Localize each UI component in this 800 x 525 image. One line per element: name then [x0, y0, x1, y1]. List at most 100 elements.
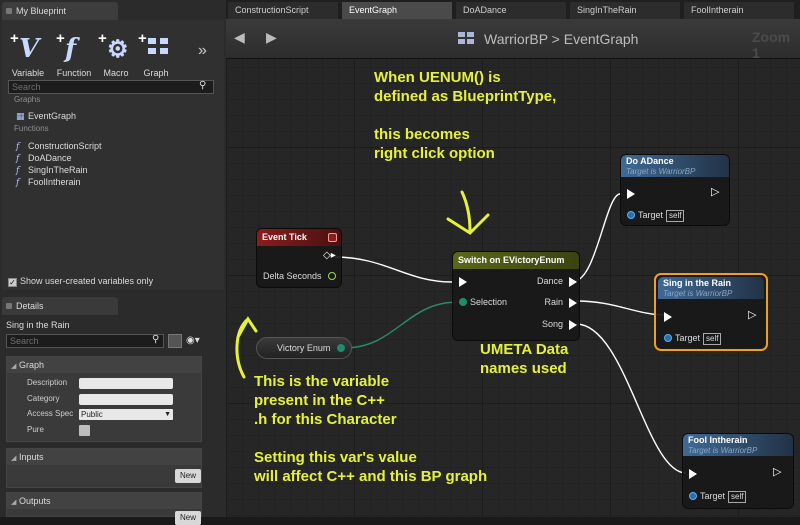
details-search-input[interactable]: Search — [6, 334, 164, 348]
annotation-umeta-note: UMETA Data names used — [480, 341, 569, 377]
function-icon: f — [16, 166, 20, 176]
forward-arrow-icon[interactable]: ▶ — [266, 29, 277, 45]
victory-enum-variable-node[interactable]: Victory Enum — [256, 337, 352, 359]
collapse-arrow-icon: ◢ — [11, 363, 17, 370]
enum-pin-icon — [459, 298, 467, 306]
variable-icon: +V — [10, 30, 40, 64]
exec-out-pin[interactable]: ▷ — [748, 309, 757, 321]
sing-in-the-rain-node[interactable]: Sing in the Rain Target is WarriorBP ▷ T… — [654, 273, 768, 351]
details-tab[interactable]: Details — [2, 297, 118, 315]
delta-seconds-pin[interactable]: Delta Seconds — [263, 271, 337, 281]
pure-label: Pure — [27, 425, 44, 434]
graph-group-header[interactable]: ◢Graph — [7, 357, 201, 373]
pure-checkbox[interactable] — [79, 425, 90, 436]
back-arrow-icon[interactable]: ◀ — [234, 29, 245, 45]
annotation-variable-note: This is the variable present in the C++ … — [254, 373, 488, 485]
category-field[interactable] — [79, 394, 173, 405]
switch-exec-in-pin[interactable] — [459, 277, 467, 287]
left-panel: My Blueprint +V Variable +f Function +⚙ … — [0, 0, 226, 525]
new-input-button[interactable]: New — [175, 469, 201, 483]
graph-header: ◀ ▶ WarriorBP > EventGraph Zoom 1 — [226, 19, 800, 61]
tab-foolintherain[interactable]: FoolIntherain — [684, 2, 794, 19]
blueprint-graph-icon — [458, 32, 474, 44]
graph-icon: + — [136, 30, 176, 68]
exec-in-pin[interactable] — [627, 189, 635, 199]
graph-icon: ▦ — [16, 112, 25, 122]
search-icon: ⚲ — [199, 80, 207, 91]
breadcrumb[interactable]: WarriorBP > EventGraph — [484, 31, 639, 47]
macro-gear-icon: +⚙ — [98, 30, 129, 63]
collapse-arrow-icon: ◢ — [11, 455, 17, 462]
access-specifier-select[interactable]: Public▼ — [79, 409, 173, 420]
song-output-pin[interactable]: Song — [541, 319, 563, 329]
song-exec-icon — [569, 320, 577, 330]
rain-output-pin[interactable]: Rain — [544, 297, 563, 307]
exec-in-pin[interactable] — [689, 469, 697, 479]
new-output-button[interactable]: New — [175, 511, 201, 525]
event-tick-node[interactable]: Event Tick ◇▸ Delta Seconds — [256, 228, 342, 288]
fool-intherain-header: Fool Intherain Target is WarriorBP — [683, 434, 793, 456]
exec-wire-rain — [575, 300, 667, 316]
exec-in-pin[interactable] — [664, 312, 672, 322]
exec-wire-dance — [573, 193, 621, 282]
selection-pin[interactable]: Selection — [459, 297, 507, 307]
access-specifier-label: Access Spec — [27, 409, 74, 418]
exec-wire-song — [575, 323, 687, 474]
yellow-curve-arrow-drawing — [235, 316, 258, 379]
event-delegate-icon — [328, 233, 337, 242]
eye-icon[interactable]: ◉▾ — [186, 335, 200, 346]
dropdown-caret-icon: ▼ — [164, 411, 171, 418]
float-pin-icon — [328, 272, 337, 280]
inputs-group-header[interactable]: ◢Inputs — [7, 449, 201, 465]
object-pin-icon — [689, 492, 697, 500]
blueprint-tab-icon — [6, 8, 12, 14]
exec-out-pin[interactable]: ◇▸ — [323, 250, 336, 261]
do-adance-header: Do ADance Target is WarriorBP — [621, 155, 729, 177]
switch-on-enum-node[interactable]: Switch on EVictoryEnum Selection Dance R… — [452, 251, 580, 341]
tab-constructionscript[interactable]: ConstructionScript — [228, 2, 338, 19]
dance-output-pin[interactable]: Dance — [536, 276, 563, 286]
outputs-group: ◢Outputs New — [6, 492, 202, 525]
add-macro-button[interactable]: +⚙ Macro — [96, 30, 136, 78]
function-icon: +f — [56, 30, 77, 64]
property-matrix-button[interactable] — [168, 334, 182, 348]
rain-exec-icon — [569, 298, 577, 308]
my-blueprint-tab[interactable]: My Blueprint — [2, 2, 118, 20]
my-blueprint-panel: +V Variable +f Function +⚙ Macro + Graph… — [2, 20, 224, 290]
graph-tab-bar: ConstructionScript EventGraph DoADance S… — [226, 0, 800, 19]
sing-in-the-rain-header: Sing in the Rain Target is WarriorBP — [658, 277, 764, 299]
tab-singintherain[interactable]: SingInTheRain — [570, 2, 680, 19]
switch-node-header: Switch on EVictoryEnum — [453, 252, 579, 269]
fool-intherain-node[interactable]: Fool Intherain Target is WarriorBP ▷ Tar… — [682, 433, 794, 509]
blueprint-search-input[interactable]: Search — [8, 80, 214, 94]
object-pin-icon — [664, 334, 672, 342]
exec-out-pin[interactable]: ▷ — [711, 186, 720, 198]
search-icon: ⚲ — [152, 334, 160, 345]
tree-item-eventgraph[interactable]: ▦EventGraph — [16, 111, 77, 122]
outputs-group-header[interactable]: ◢Outputs — [7, 493, 201, 509]
zoom-label: Zoom 1 — [752, 29, 791, 61]
event-graph-canvas[interactable]: ◀ ▶ WarriorBP > EventGraph Zoom 1 Event … — [226, 19, 800, 517]
add-function-button[interactable]: +f Function — [54, 30, 94, 78]
exec-out-pin[interactable]: ▷ — [773, 466, 782, 478]
more-chevron-icon[interactable]: » — [198, 42, 207, 59]
show-user-variables-checkbox[interactable]: ✓Show user-created variables only — [8, 276, 154, 287]
tab-doadance[interactable]: DoADance — [456, 2, 566, 19]
data-wire-enum-to-selection — [343, 301, 459, 349]
tab-eventgraph[interactable]: EventGraph — [342, 2, 452, 19]
graph-group: ◢Graph Description Category Access Spec … — [6, 356, 202, 442]
enum-pin-icon[interactable] — [337, 344, 345, 352]
checkmark-icon: ✓ — [8, 278, 17, 287]
add-graph-button[interactable]: + Graph — [136, 30, 176, 78]
add-variable-button[interactable]: +V Variable — [8, 30, 48, 78]
collapse-arrow-icon: ◢ — [11, 499, 17, 506]
description-field[interactable] — [79, 378, 173, 389]
